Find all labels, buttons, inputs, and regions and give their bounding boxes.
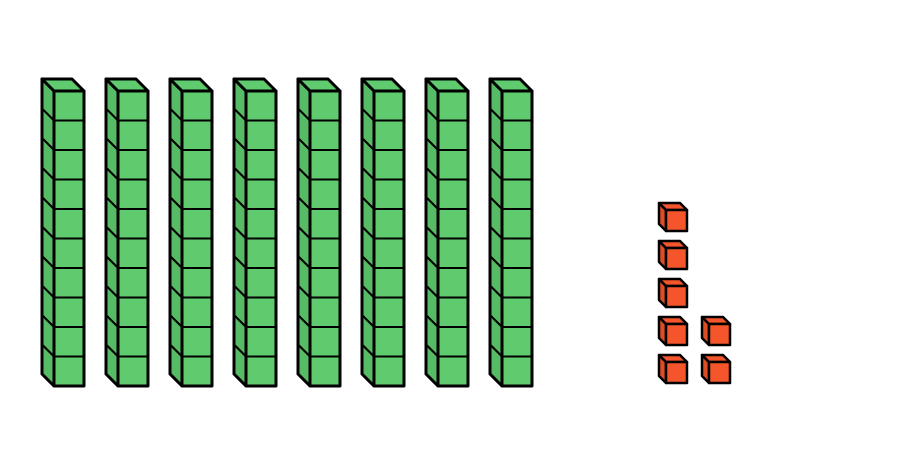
cube-divider-line: [105, 107, 119, 122]
cube-divider-line: [489, 137, 503, 151]
cube-divider-line: [41, 284, 55, 299]
cube-divider-line: [425, 343, 439, 358]
cube-divider-line: [489, 343, 503, 358]
cube-divider-line: [41, 343, 55, 358]
cube-divider-line: [489, 196, 503, 210]
cube-divider-line: [105, 284, 119, 299]
cube-divider-line: [169, 284, 183, 299]
cube-divider-line: [489, 166, 503, 181]
cube-divider-line: [425, 196, 439, 210]
cube-divider-line: [361, 137, 375, 151]
cube-divider-line: [233, 314, 247, 328]
cube-divider-line: [425, 255, 439, 269]
cube-divider-line: [425, 225, 439, 240]
cube-divider-line: [361, 343, 375, 358]
ten-rod: [232, 77, 278, 388]
cube-divider-line: [169, 107, 183, 122]
cube-divider-line: [489, 314, 503, 328]
cube-divider-line: [297, 284, 311, 299]
ten-rods-group: [40, 77, 534, 388]
cube-divider-line: [41, 255, 55, 269]
cube-divider-line: [361, 314, 375, 328]
unit-cubes-group: [657, 201, 732, 385]
unit-cube-front-face: [664, 284, 689, 309]
ten-rod: [296, 77, 342, 388]
cube-divider-line: [425, 107, 439, 122]
cube-divider-line: [489, 255, 503, 269]
cube-divider-line: [425, 314, 439, 328]
unit-cube: [657, 201, 689, 233]
cube-divider-line: [233, 137, 247, 151]
cube-divider-line: [297, 255, 311, 269]
unit-cube: [657, 239, 689, 271]
unit-cube-front-face: [664, 208, 689, 233]
ten-rod: [168, 77, 214, 388]
cube-divider-line: [489, 107, 503, 122]
cube-divider-line: [233, 284, 247, 299]
unit-cube-front-face: [664, 360, 689, 385]
cube-divider-line: [425, 166, 439, 181]
cube-divider-line: [361, 284, 375, 299]
cube-divider-line: [425, 137, 439, 151]
cube-divider-line: [105, 196, 119, 210]
ten-rod: [40, 77, 86, 388]
cube-divider-line: [105, 343, 119, 358]
unit-cube: [700, 353, 732, 385]
cube-divider-line: [169, 137, 183, 151]
cube-divider-line: [297, 107, 311, 122]
unit-cube-front-face: [664, 322, 689, 347]
cube-divider-line: [361, 225, 375, 240]
cube-divider-line: [297, 166, 311, 181]
cube-divider-line: [489, 225, 503, 240]
cube-divider-line: [361, 166, 375, 181]
cube-divider-line: [169, 343, 183, 358]
cube-divider-line: [105, 314, 119, 328]
ten-rod: [360, 77, 406, 388]
ten-rod: [104, 77, 150, 388]
cube-divider-line: [425, 284, 439, 299]
cube-divider-line: [169, 196, 183, 210]
cube-divider-line: [41, 137, 55, 151]
ten-rod: [424, 77, 470, 388]
cube-divider-line: [105, 225, 119, 240]
cube-divider-line: [169, 314, 183, 328]
cube-divider-line: [41, 166, 55, 181]
cube-divider-line: [297, 343, 311, 358]
cube-divider-line: [233, 196, 247, 210]
ten-rod: [488, 77, 534, 388]
cube-divider-line: [297, 225, 311, 240]
cube-divider-line: [233, 255, 247, 269]
cube-divider-line: [361, 255, 375, 269]
cube-divider-line: [489, 284, 503, 299]
cube-divider-line: [233, 107, 247, 122]
cube-divider-line: [41, 107, 55, 122]
cube-divider-line: [169, 225, 183, 240]
cube-divider-line: [41, 196, 55, 210]
cube-divider-line: [105, 166, 119, 181]
unit-cube-front-face: [707, 322, 732, 347]
unit-cube: [657, 277, 689, 309]
unit-cube-front-face: [707, 360, 732, 385]
cube-divider-line: [233, 343, 247, 358]
cube-divider-line: [169, 255, 183, 269]
cube-divider-line: [41, 225, 55, 240]
cube-divider-line: [233, 166, 247, 181]
cube-divider-line: [105, 255, 119, 269]
cube-divider-line: [41, 314, 55, 328]
cube-divider-line: [361, 107, 375, 122]
cube-divider-line: [297, 314, 311, 328]
cube-divider-line: [361, 196, 375, 210]
cube-divider-line: [169, 166, 183, 181]
cube-divider-line: [297, 137, 311, 151]
cube-divider-line: [297, 196, 311, 210]
cube-divider-line: [105, 137, 119, 151]
unit-cube: [700, 315, 732, 347]
unit-cube: [657, 353, 689, 385]
cube-divider-line: [233, 225, 247, 240]
unit-cube-front-face: [664, 246, 689, 271]
unit-cube: [657, 315, 689, 347]
